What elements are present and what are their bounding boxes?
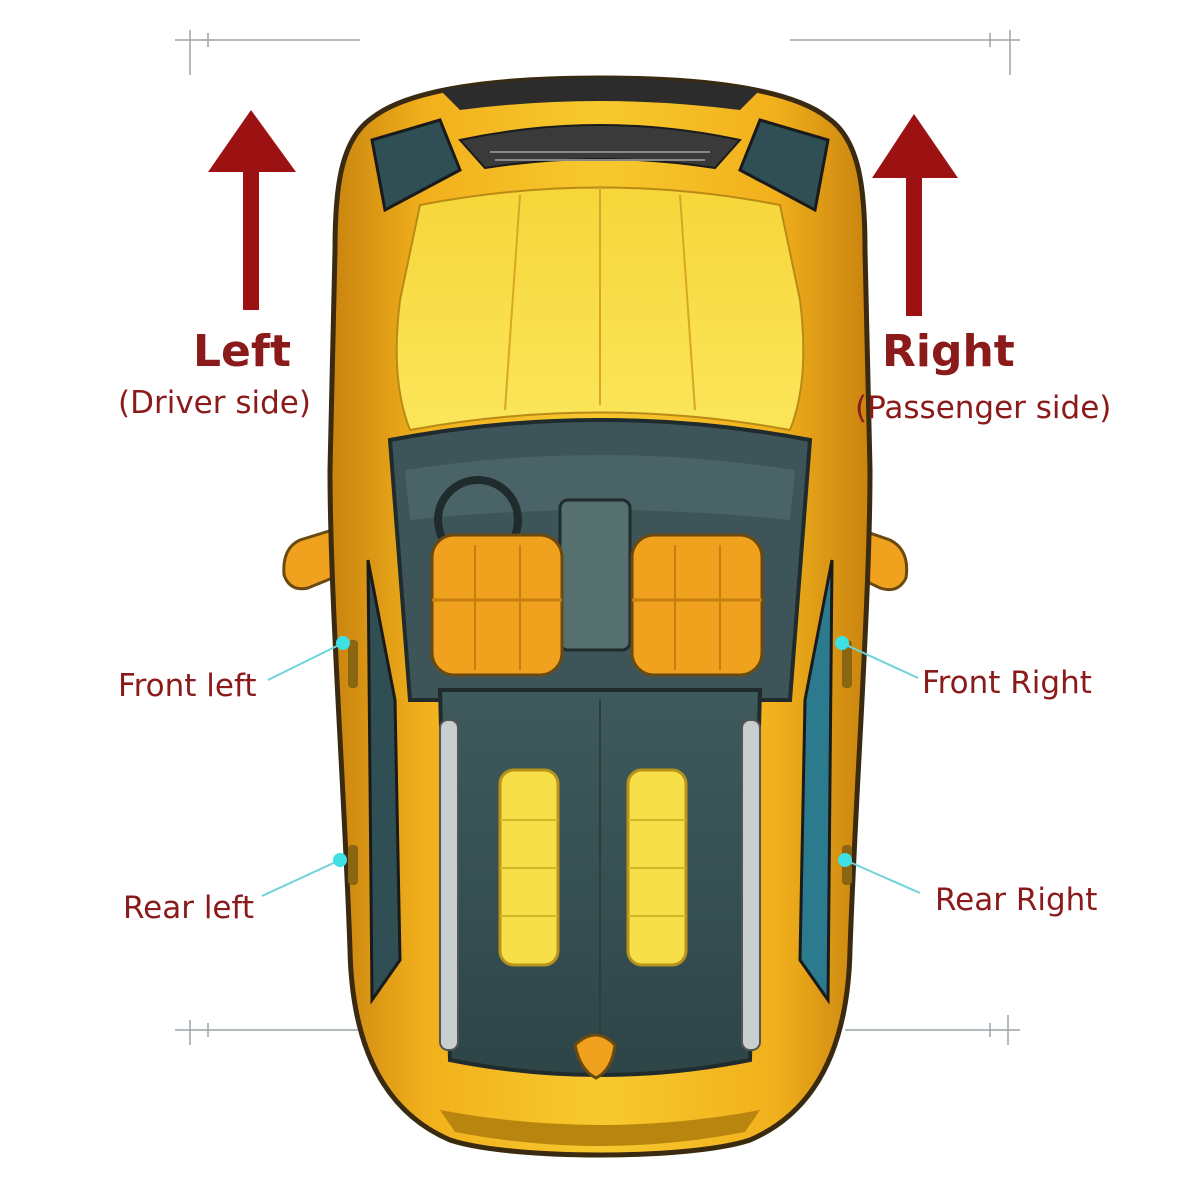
front-bumper: [440, 77, 760, 110]
front-left-leader-line: [267, 642, 344, 681]
front-right-seat: [630, 533, 764, 677]
dashboard: [405, 455, 795, 520]
roof-rail-left: [439, 719, 459, 1051]
rear-left-door-handle: [348, 845, 358, 885]
front-right-dot-marker-icon: [835, 636, 849, 650]
front-right-leader-line: [841, 642, 919, 679]
center-console: [558, 498, 632, 652]
left-up-arrow-icon: [208, 110, 296, 310]
roof-rail-right: [741, 719, 761, 1051]
right-side-window: [798, 559, 834, 1005]
rear-left-leader-line: [261, 859, 341, 897]
right-up-arrow-icon: [872, 114, 958, 316]
right-side-subtitle: (Passenger side): [855, 390, 1112, 426]
rear-right-label: Rear Right: [935, 882, 1098, 918]
rear-left-label: Rear left: [123, 890, 255, 926]
rear-right-dot-marker-icon: [838, 853, 852, 867]
front-right-door-handle: [842, 640, 852, 688]
rear-right-leader-line: [844, 859, 921, 894]
rear-left-dot-marker-icon: [333, 853, 347, 867]
left-headlight: [370, 118, 462, 213]
right-side-title: Right: [882, 326, 1015, 377]
left-side-title: Left: [193, 326, 292, 377]
front-left-dot-marker-icon: [336, 636, 350, 650]
left-side-window: [366, 559, 402, 1005]
dimension-guides: [175, 30, 1020, 1045]
right-headlight: [738, 118, 830, 213]
front-right-label: Front Right: [922, 665, 1092, 701]
sunroof-right: [626, 768, 688, 967]
front-left-label: Front left: [118, 668, 257, 704]
sunroof-left: [498, 768, 560, 967]
car-top-view: [282, 75, 909, 1158]
left-side-subtitle: (Driver side): [118, 385, 311, 421]
rear-bumper: [440, 1110, 760, 1146]
front-left-door-handle: [348, 640, 358, 688]
front-left-seat: [430, 533, 564, 677]
shark-fin-antenna: [573, 1033, 617, 1080]
